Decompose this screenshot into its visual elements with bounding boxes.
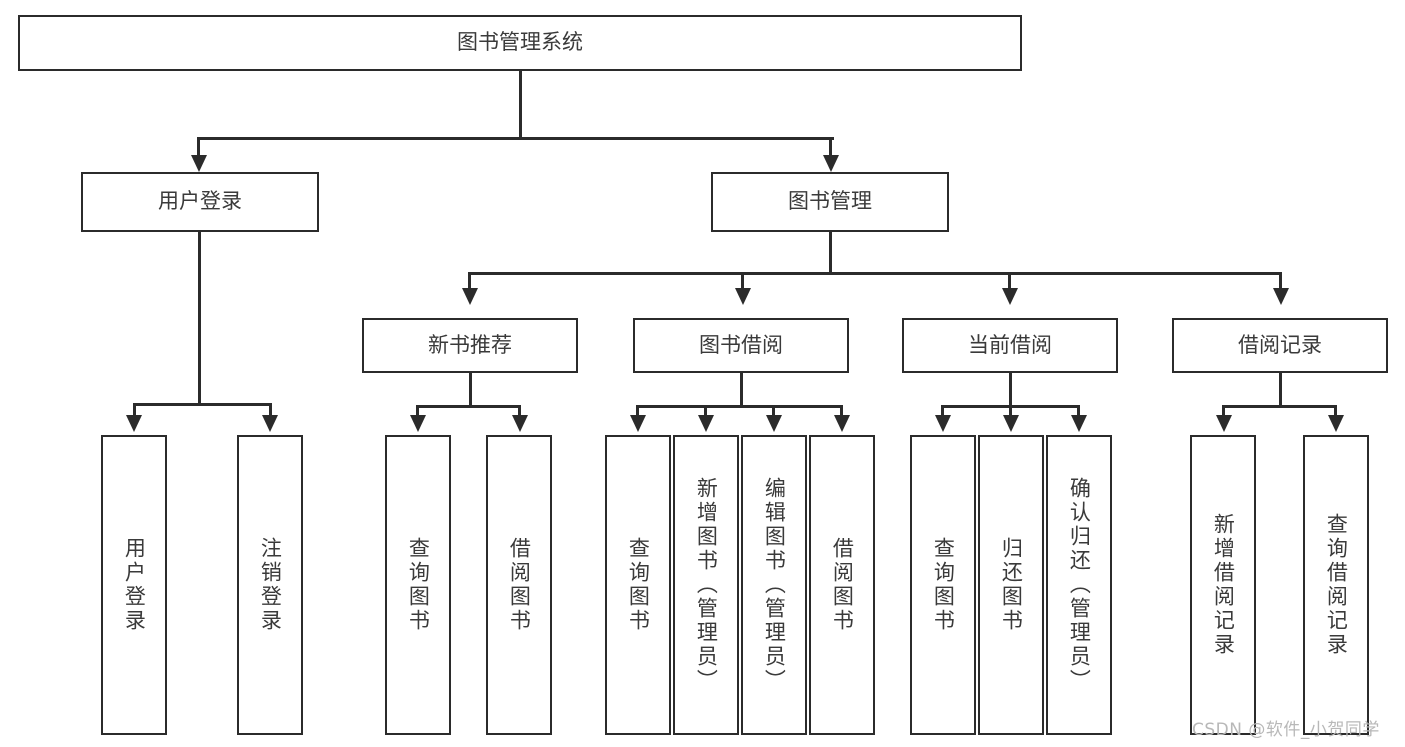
edge-root-stem — [519, 71, 522, 139]
edge-cb-stem — [1009, 373, 1012, 407]
node-user-login[interactable]: 用户登录 — [81, 172, 319, 232]
node-label: 查询借阅记录 — [1324, 513, 1349, 657]
leaf-user-login[interactable]: 用户登录 — [101, 435, 167, 735]
edge-book-management-bus — [468, 272, 1282, 275]
arrow-to-bb-query-book — [630, 415, 646, 432]
node-label: 借阅图书 — [830, 537, 855, 633]
arrow-to-borrow-record — [1273, 288, 1289, 305]
arrow-to-cb-query-book — [935, 415, 951, 432]
arrow-to-new-book-recommend — [462, 288, 478, 305]
edge-user-login-drop-1 — [133, 403, 136, 418]
edge-cb-drop-1 — [941, 405, 944, 418]
node-book-borrow[interactable]: 图书借阅 — [633, 318, 849, 373]
arrow-to-bb-add-book — [698, 415, 714, 432]
node-label: 查询图书 — [931, 537, 956, 633]
arrow-to-cb-confirm-return — [1071, 415, 1087, 432]
node-label: 查询图书 — [626, 537, 651, 633]
edge-bb-stem — [740, 373, 743, 407]
edge-bm-drop-current-borrow — [1008, 272, 1011, 290]
node-label: 用户登录 — [158, 189, 242, 214]
edge-root-bus — [197, 137, 834, 140]
arrow-to-nbr-query-book — [410, 415, 426, 432]
edge-br-stem — [1279, 373, 1282, 407]
edge-book-management-stem — [829, 232, 832, 274]
csdn-watermark: CSDN @软件_小贺同学 — [1192, 720, 1380, 740]
leaf-cb-confirm-return[interactable]: 确认归还（管理员） — [1046, 435, 1112, 735]
node-label: 确认归还（管理员） — [1067, 477, 1092, 693]
leaf-br-add-record[interactable]: 新增借阅记录 — [1190, 435, 1256, 735]
leaf-cb-return-book[interactable]: 归还图书 — [978, 435, 1044, 735]
leaf-br-query-record[interactable]: 查询借阅记录 — [1303, 435, 1369, 735]
edge-user-login-stem — [198, 232, 201, 405]
arrow-to-book-management — [823, 155, 839, 172]
edge-bm-drop-borrow-record — [1279, 272, 1282, 290]
edge-nbr-drop-2 — [518, 405, 521, 418]
node-label: 注销登录 — [258, 537, 283, 633]
edge-bb-bus — [636, 405, 843, 408]
edge-bb-drop-1 — [636, 405, 639, 418]
edge-user-login-bus — [133, 403, 271, 406]
leaf-nbr-borrow-book[interactable]: 借阅图书 — [486, 435, 552, 735]
edge-br-drop-1 — [1222, 405, 1225, 418]
leaf-bb-borrow-book[interactable]: 借阅图书 — [809, 435, 875, 735]
leaf-cb-query-book[interactable]: 查询图书 — [910, 435, 976, 735]
node-label: 新增借阅记录 — [1211, 513, 1236, 657]
node-label: 借阅记录 — [1238, 332, 1322, 357]
node-borrow-record[interactable]: 借阅记录 — [1172, 318, 1388, 373]
node-label: 编辑图书（管理员） — [762, 477, 787, 693]
edge-cb-drop-2 — [1009, 405, 1012, 418]
arrow-to-leaf-logout — [262, 415, 278, 432]
node-label: 图书借阅 — [699, 332, 783, 357]
leaf-bb-query-book[interactable]: 查询图书 — [605, 435, 671, 735]
arrow-to-current-borrow — [1002, 288, 1018, 305]
arrow-to-bb-edit-book — [766, 415, 782, 432]
node-label: 借阅图书 — [507, 537, 532, 633]
edge-bb-drop-2 — [704, 405, 707, 418]
edge-bb-drop-4 — [840, 405, 843, 418]
leaf-logout[interactable]: 注销登录 — [237, 435, 303, 735]
edge-br-drop-2 — [1334, 405, 1337, 418]
node-label: 用户登录 — [122, 537, 147, 633]
edge-root-drop-book-management — [829, 137, 832, 159]
arrow-to-bb-borrow-book — [834, 415, 850, 432]
edge-nbr-stem — [469, 373, 472, 407]
arrow-to-br-add-record — [1216, 415, 1232, 432]
node-label: 归还图书 — [999, 537, 1024, 633]
node-label: 当前借阅 — [968, 332, 1052, 357]
edge-nbr-bus — [416, 405, 521, 408]
node-label: 图书管理 — [788, 189, 872, 214]
node-current-borrow[interactable]: 当前借阅 — [902, 318, 1118, 373]
leaf-bb-add-book[interactable]: 新增图书（管理员） — [673, 435, 739, 735]
arrow-to-br-query-record — [1328, 415, 1344, 432]
edge-bm-drop-book-borrow — [741, 272, 744, 290]
edge-cb-drop-3 — [1077, 405, 1080, 418]
node-label: 查询图书 — [406, 537, 431, 633]
edge-br-bus — [1222, 405, 1337, 408]
leaf-nbr-query-book[interactable]: 查询图书 — [385, 435, 451, 735]
arrow-to-nbr-borrow-book — [512, 415, 528, 432]
node-new-book-recommend[interactable]: 新书推荐 — [362, 318, 578, 373]
edge-bb-drop-3 — [772, 405, 775, 418]
node-root-book-management-system[interactable]: 图书管理系统 — [18, 15, 1022, 71]
node-label: 新增图书（管理员） — [694, 477, 719, 693]
node-label: 新书推荐 — [428, 332, 512, 357]
edge-root-drop-user-login — [197, 137, 200, 159]
arrow-to-user-login — [191, 155, 207, 172]
leaf-bb-edit-book[interactable]: 编辑图书（管理员） — [741, 435, 807, 735]
arrow-to-book-borrow — [735, 288, 751, 305]
edge-nbr-drop-1 — [416, 405, 419, 418]
node-book-management[interactable]: 图书管理 — [711, 172, 949, 232]
arrow-to-leaf-user-login — [126, 415, 142, 432]
edge-user-login-drop-2 — [269, 403, 272, 418]
edge-bm-drop-new-book — [468, 272, 471, 290]
arrow-to-cb-return-book — [1003, 415, 1019, 432]
node-label: 图书管理系统 — [457, 30, 583, 55]
